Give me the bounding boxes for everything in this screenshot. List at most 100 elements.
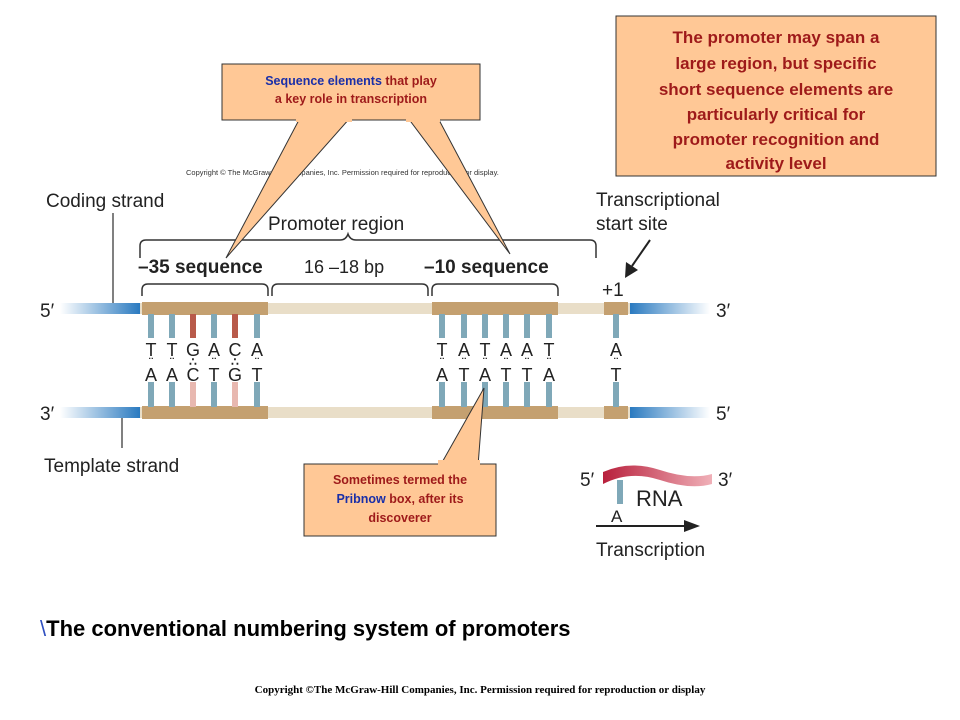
coding-base-stick — [546, 314, 552, 338]
template-base-letter: A — [166, 365, 178, 385]
template-minus10-box — [432, 406, 558, 419]
minus35-label: –35 sequence — [138, 257, 263, 278]
coding-base-stick — [503, 314, 509, 338]
coding-base-letter: T — [544, 340, 555, 360]
template-base-stick — [254, 382, 260, 407]
callout2-highlight: Pribnow — [336, 492, 386, 506]
template-base-stick — [503, 382, 509, 407]
template-base-letter: T — [459, 365, 470, 385]
minus10-label: –10 sequence — [424, 257, 549, 278]
template-base-letter: A — [543, 365, 555, 385]
transcription-arrow-head — [684, 520, 700, 532]
rna-base-letter: A — [611, 507, 623, 526]
callout1-highlight: Sequence elements — [265, 74, 382, 88]
rna-3-prime: 3′ — [718, 470, 733, 491]
sub-region-brackets — [141, 283, 559, 296]
hydrogen-bond-dots: ¨ — [149, 355, 153, 369]
template-base-stick — [546, 382, 552, 407]
title-text: The conventional numbering system of pro… — [46, 616, 571, 641]
start-site-label-line2: start site — [596, 214, 668, 235]
coding-base-stick — [169, 314, 175, 338]
rna-strand — [603, 465, 712, 487]
coding-base-stick — [613, 314, 619, 338]
callout1-line2: a key role in transcription — [275, 92, 427, 106]
hydrogen-bond-dots: ¨ — [255, 355, 259, 369]
callout-pribnow: Sometimes termed the Pribnow box, after … — [303, 387, 497, 537]
callout3-line6: activity level — [725, 154, 826, 173]
coding-base-stick — [232, 314, 238, 338]
hydrogen-bond-dots: ¨ — [212, 355, 216, 369]
template-base-stick — [461, 382, 467, 407]
coding-plus1-box — [604, 302, 628, 315]
hydrogen-bond-dots: ¨ — [462, 355, 466, 369]
spacer-label: 16 –18 bp — [304, 257, 384, 277]
callout3-line1: The promoter may span a — [673, 28, 880, 47]
coding-base-stick — [482, 314, 488, 338]
coding-minus35-box — [142, 302, 268, 315]
template-base-stick — [482, 382, 488, 407]
rna-label: RNA — [636, 486, 683, 511]
template-strand — [60, 406, 710, 419]
hydrogen-bond-dots: ¨ — [504, 355, 508, 369]
coding-base-letter: T — [146, 340, 157, 360]
callout2-line1: Sometimes termed the — [333, 473, 467, 487]
template-base-stick — [524, 382, 530, 407]
template-base-letter: A — [436, 365, 448, 385]
hydrogen-bond-dots: ¨ — [170, 355, 174, 369]
template-base-stick — [439, 382, 445, 407]
template-base-letter: A — [479, 365, 491, 385]
callout3-line5: promoter recognition and — [673, 130, 880, 149]
coding-base-letter: C — [229, 340, 242, 360]
callout-promoter-span: The promoter may span a large region, bu… — [615, 15, 937, 177]
coding-base-letter: A — [500, 340, 512, 360]
hydrogen-bond-dots: ¨ — [525, 355, 529, 369]
rna-inset: 5′ 3′ RNA A Transcription — [580, 465, 733, 561]
template-5-prime: 5′ — [716, 404, 731, 425]
callout1-rest: that play — [382, 74, 437, 88]
minus35-base-pairs: T¨AT¨AG∴CA¨TC∴GA¨T — [145, 314, 263, 407]
start-site-label-line1: Transcriptional — [596, 190, 720, 211]
coding-base-stick — [524, 314, 530, 338]
template-base-letter: T — [501, 365, 512, 385]
coding-strand-label: Coding strand — [46, 191, 164, 212]
hydrogen-bond-dots: ¨ — [547, 355, 551, 369]
template-base-stick — [190, 382, 196, 407]
promoter-region-label: Promoter region — [268, 214, 404, 235]
slide-title: \The conventional numbering system of pr… — [40, 616, 571, 642]
callout3-line2: large region, but specific — [675, 54, 876, 73]
svg-text:Sequence elements that play: Sequence elements that play — [265, 74, 437, 88]
coding-base-letter: A — [521, 340, 533, 360]
template-minus35-box — [142, 406, 268, 419]
title-mark: \ — [40, 616, 47, 641]
coding-base-letter: G — [186, 340, 200, 360]
hydrogen-bond-dots: ∴ — [231, 355, 239, 369]
start-site-arrow — [625, 239, 651, 278]
coding-3-prime: 3′ — [716, 301, 731, 322]
template-base-stick — [211, 382, 217, 407]
template-base-stick — [169, 382, 175, 407]
coding-base-letter: A — [251, 340, 263, 360]
hydrogen-bond-dots: ¨ — [614, 355, 618, 369]
rna-5-prime: 5′ — [580, 470, 595, 491]
coding-strand — [60, 302, 710, 315]
coding-base-letter: A — [208, 340, 220, 360]
coding-5-prime: 5′ — [40, 301, 55, 322]
template-base-stick — [232, 382, 238, 407]
coding-base-letter: T — [480, 340, 491, 360]
template-3-prime: 3′ — [40, 404, 55, 425]
rna-base-stick — [617, 480, 623, 504]
coding-base-letter: A — [610, 340, 622, 360]
template-base-stick — [148, 382, 154, 407]
callout2-rest: box, after its — [386, 492, 464, 506]
coding-base-stick — [148, 314, 154, 338]
template-base-letter: G — [228, 365, 242, 385]
callout3-line3: short sequence elements are — [659, 80, 893, 99]
minus10-base-pairs: T¨AA¨TT¨AA¨TA¨TT¨A — [436, 314, 555, 407]
coding-base-stick — [254, 314, 260, 338]
callout2-line3: discoverer — [368, 511, 431, 525]
coding-base-letter: T — [167, 340, 178, 360]
coding-base-stick — [190, 314, 196, 338]
template-base-letter: T — [252, 365, 263, 385]
plus1-label: +1 — [602, 280, 624, 301]
